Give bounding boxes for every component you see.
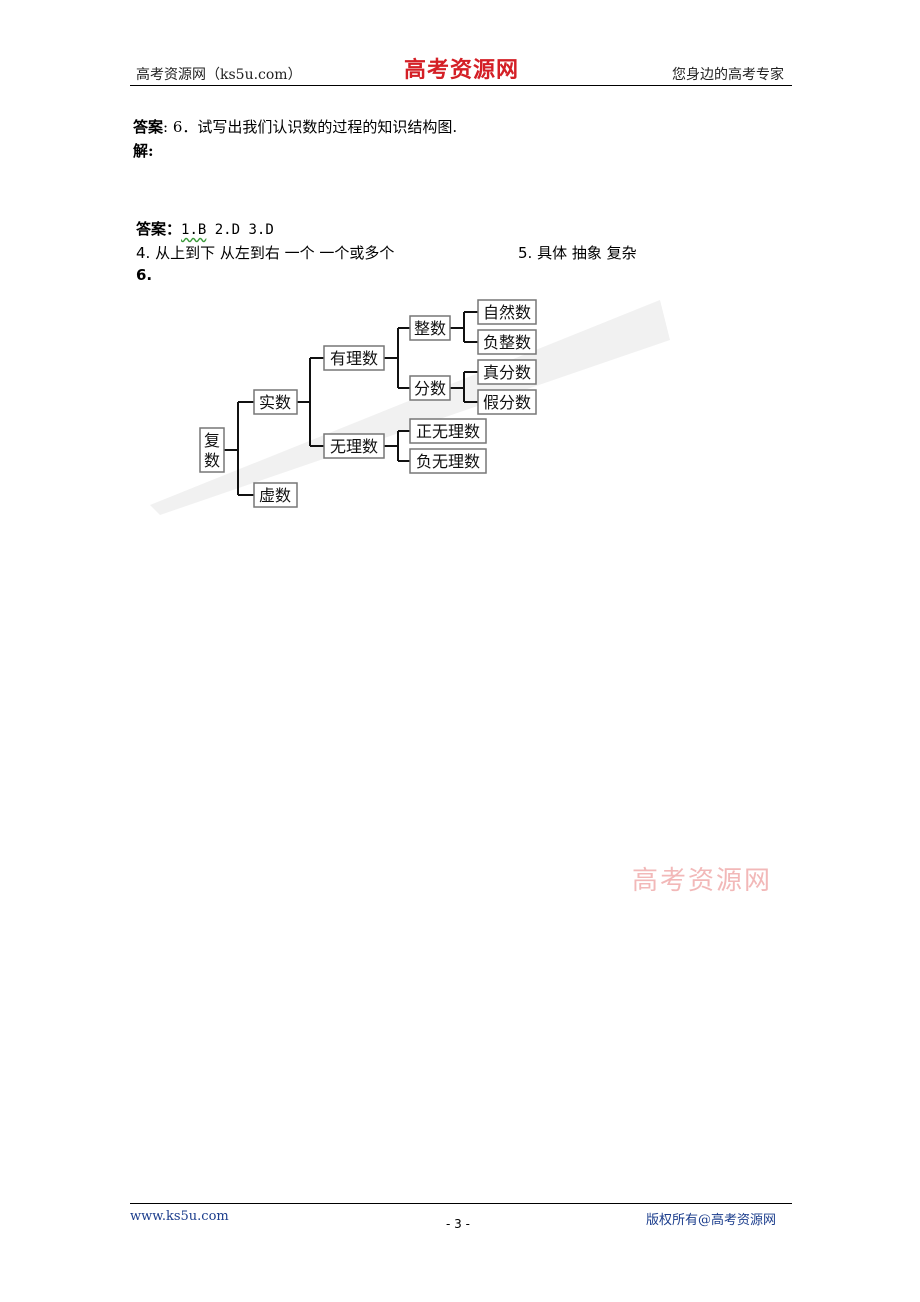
header-rule (130, 85, 792, 86)
question-line: 答案: 6．试写出我们认识数的过程的知识结构图. (133, 116, 457, 137)
node-rational: 有理数 (323, 345, 385, 371)
answers-line-1: 答案：1.B 2.D 3.D (136, 218, 274, 239)
node-negative-integer-label: 负整数 (483, 333, 531, 352)
tree-connectors (224, 311, 478, 496)
node-irrational-label: 无理数 (330, 437, 378, 456)
answer-q5: 5. 具体 抽象 复杂 (518, 244, 637, 262)
node-proper-fraction: 真分数 (477, 359, 537, 385)
watermark: 高考资源网 (632, 866, 773, 896)
node-proper-fraction-label: 真分数 (483, 363, 531, 382)
diagram-background-shade (150, 300, 670, 515)
page-number: - 3 - (446, 1217, 470, 1231)
footer-copyright: 版权所有@高考资源网 (646, 1213, 777, 1228)
question-text: : 6．试写出我们认识数的过程的知识结构图. (163, 118, 458, 136)
node-positive-irrational-label: 正无理数 (416, 422, 480, 441)
answers-label: 答案： (136, 220, 182, 238)
node-improper-fraction: 假分数 (477, 389, 537, 415)
answer-q1: 1.B (181, 222, 207, 238)
footer-link[interactable]: www.ks5u.com (130, 1209, 229, 1224)
solution-label: 解: (133, 142, 154, 160)
node-fraction: 分数 (409, 375, 451, 401)
node-natural-label: 自然数 (483, 303, 531, 322)
node-integer-label: 整数 (414, 319, 446, 338)
node-real-label: 实数 (259, 393, 291, 412)
answer-q2-q3: 2.D 3.D (206, 222, 274, 238)
node-imaginary-label: 虚数 (259, 486, 291, 505)
header-slogan: 您身边的高考专家 (672, 67, 784, 83)
header-site-name: 高考资源网（ks5u.com） (136, 67, 302, 83)
node-complex-char-1: 复 (204, 431, 220, 450)
node-improper-fraction-label: 假分数 (483, 393, 531, 412)
node-negative-integer: 负整数 (477, 329, 537, 355)
node-negative-irrational-label: 负无理数 (416, 452, 480, 471)
answer-q6-label: 6. (136, 266, 153, 284)
question-prefix: 答案 (133, 118, 164, 136)
node-fraction-label: 分数 (414, 379, 446, 398)
node-negative-irrational: 负无理数 (409, 448, 487, 474)
node-complex: 复 数 (199, 427, 225, 473)
node-imaginary: 虚数 (253, 482, 298, 508)
answer-q4: 4. 从上到下 从左到右 一个 一个或多个 (136, 244, 395, 262)
node-complex-char-2: 数 (204, 451, 220, 470)
node-irrational: 无理数 (323, 433, 385, 459)
number-structure-tree: 复 数 实数 虚数 有理数 无理数 整数 分数 自然数 负整数 真分数 假分数 (150, 299, 670, 515)
node-integer: 整数 (409, 315, 451, 341)
header-logo: 高考资源网 (404, 57, 520, 83)
node-natural: 自然数 (477, 299, 537, 325)
node-rational-label: 有理数 (330, 349, 378, 368)
node-positive-irrational: 正无理数 (409, 418, 487, 444)
footer-rule (130, 1203, 792, 1204)
node-real: 实数 (253, 389, 298, 415)
